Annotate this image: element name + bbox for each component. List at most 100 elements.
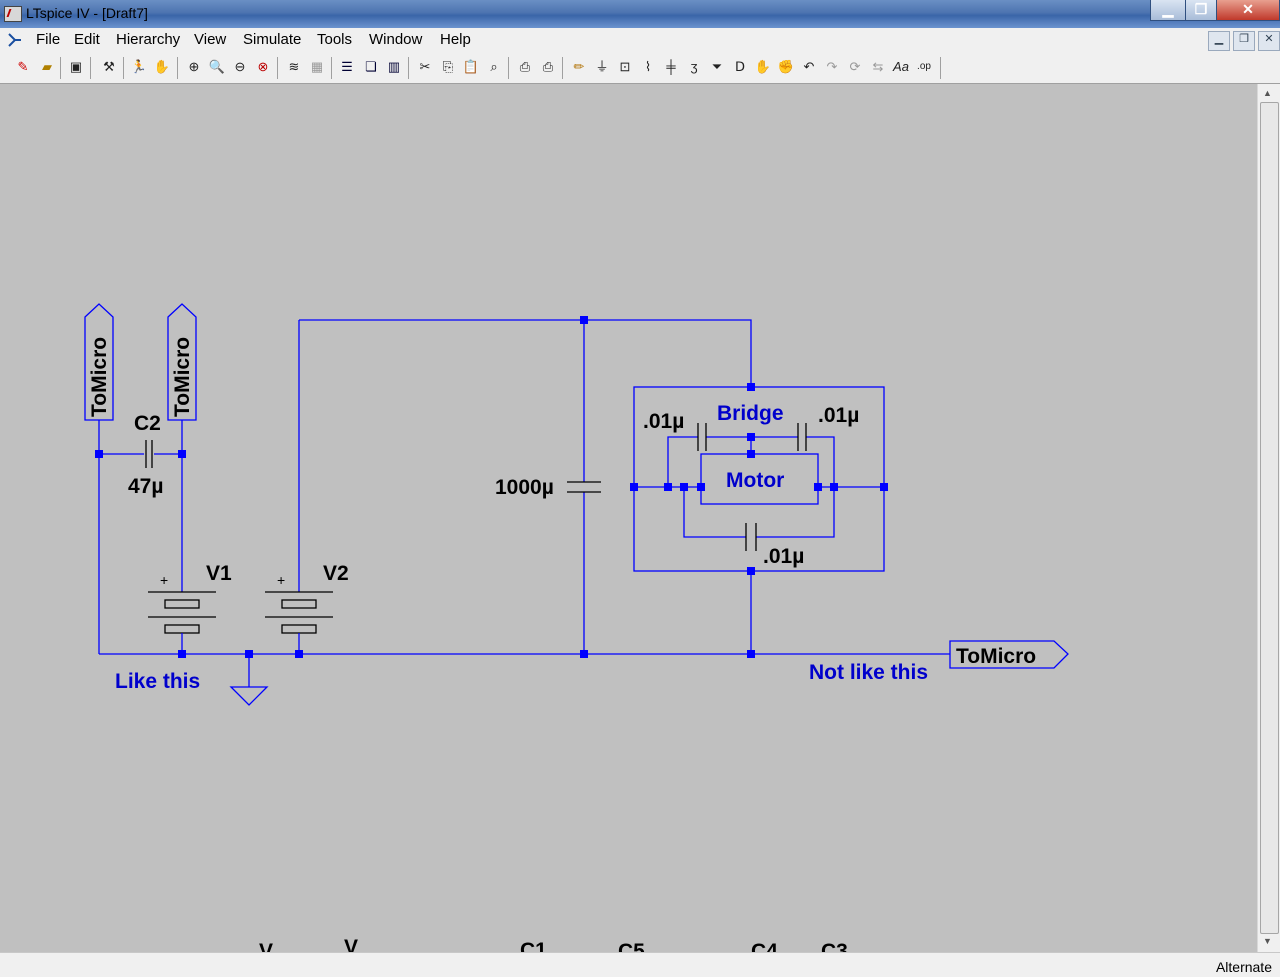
print-preview-icon[interactable]: ⎙ — [519, 59, 531, 74]
ground-symbol[interactable] — [229, 686, 269, 706]
zoom-pan-icon[interactable]: 🔍 — [208, 59, 226, 74]
battery-v2-cell[interactable] — [281, 599, 317, 609]
capacitor-c2[interactable] — [145, 440, 153, 468]
mdi-restore-button[interactable]: ❐ — [1233, 31, 1255, 51]
print-icon[interactable]: ⎙ — [542, 59, 554, 74]
menu-tools[interactable]: Tools — [317, 31, 353, 48]
battery-v2-plates[interactable] — [265, 591, 333, 618]
grid-icon[interactable]: ▦ — [310, 59, 324, 74]
mdi-close-button[interactable]: ✕ — [1258, 31, 1280, 51]
cut-label[interactable]: C3 — [821, 940, 848, 963]
save-icon[interactable]: ▣ — [69, 59, 83, 74]
open-icon[interactable]: ▰ — [42, 59, 52, 74]
cut-label[interactable]: C5 — [618, 940, 645, 963]
menu-view[interactable]: View — [194, 31, 227, 48]
mirror-icon[interactable]: ⇆ — [872, 59, 884, 74]
text-icon[interactable]: Aa — [893, 59, 909, 74]
bridge-cap-right-value[interactable]: .01µ — [818, 404, 859, 427]
copy-icon[interactable]: ⎘ — [442, 59, 454, 74]
mdi-minimize-button[interactable]: ▁ — [1208, 31, 1230, 51]
menu-simulate[interactable]: Simulate — [243, 31, 302, 48]
not-like-this-comment[interactable]: Not like this — [809, 661, 928, 684]
menu-help[interactable]: Help — [440, 31, 471, 48]
motor-box[interactable] — [700, 453, 819, 505]
cut-icon[interactable]: ✂ — [419, 59, 431, 74]
v1-name[interactable]: V1 — [206, 562, 232, 585]
cut-label[interactable]: V — [344, 936, 358, 959]
net-label-shape[interactable] — [949, 640, 1069, 669]
cut-label[interactable]: V — [259, 940, 273, 963]
find-icon[interactable]: ⌕ — [490, 59, 498, 74]
spice-directive-icon[interactable]: .op — [917, 61, 931, 72]
cut-label[interactable]: C4 — [751, 940, 778, 963]
bridge-cap-left-value[interactable]: .01µ — [643, 410, 684, 433]
control-panel-icon[interactable]: ⚒ — [103, 59, 115, 74]
battery-v1-cell[interactable] — [164, 624, 200, 634]
diode-icon[interactable]: ⏷ — [711, 59, 723, 74]
wire-icon[interactable]: ✏ — [573, 59, 585, 74]
menu-edit[interactable]: Edit — [74, 31, 100, 48]
drag-icon[interactable]: ✊ — [777, 59, 795, 74]
schematic-doc-icon[interactable] — [6, 31, 24, 49]
label-net-icon[interactable]: ⊡ — [619, 59, 631, 74]
tile-vertical-icon[interactable]: ▥ — [387, 59, 401, 74]
redo-icon[interactable]: ↷ — [826, 59, 838, 74]
menu-file[interactable]: File — [36, 31, 61, 48]
cascade-icon[interactable]: ❏ — [365, 59, 377, 74]
wire[interactable] — [299, 319, 752, 387]
ground-icon[interactable]: ⏚ — [595, 59, 609, 74]
rotate-icon[interactable]: ⟳ — [849, 59, 861, 74]
cut-label[interactable]: C1 — [520, 939, 547, 962]
menu-window[interactable]: Window — [369, 31, 423, 48]
battery-v2-cell[interactable] — [281, 624, 317, 634]
bridge-comment[interactable]: Bridge — [717, 402, 784, 425]
like-this-comment[interactable]: Like this — [115, 670, 200, 693]
restore-button[interactable]: ❐ — [1185, 0, 1217, 21]
capacitor-bridge-right[interactable] — [797, 423, 807, 451]
capacitor-icon[interactable]: ╪ — [666, 59, 676, 74]
paste-icon[interactable]: 📋 — [462, 59, 480, 74]
minimize-button[interactable]: ▁ — [1150, 0, 1186, 21]
motor-comment[interactable]: Motor — [726, 469, 784, 492]
net-label-shape[interactable] — [84, 303, 114, 421]
resistor-icon[interactable]: ⌇ — [644, 59, 652, 74]
vertical-scrollbar[interactable]: ▲ ▼ — [1257, 84, 1280, 952]
capacitor-bridge-bottom[interactable] — [745, 523, 757, 551]
menu-hierarchy[interactable]: Hierarchy — [116, 31, 181, 48]
schematic-canvas[interactable]: ToMicro ToMicro ToMicro C2 47µ V1 V2 + +… — [0, 84, 1257, 963]
battery-v1-cell[interactable] — [164, 599, 200, 609]
autorange-icon[interactable]: ≋ — [288, 59, 300, 74]
net-label-shape[interactable] — [167, 303, 197, 421]
wire[interactable] — [683, 487, 835, 538]
net-label-tomicro-3[interactable]: ToMicro — [956, 645, 1036, 668]
move-icon[interactable]: ✋ — [754, 59, 772, 74]
separator — [508, 57, 509, 79]
separator — [123, 57, 124, 79]
bridge-box[interactable] — [633, 386, 885, 572]
scroll-down-icon[interactable]: ▼ — [1263, 936, 1272, 946]
tile-horizontal-icon[interactable]: ☰ — [341, 59, 353, 74]
scrollbar-thumb[interactable] — [1260, 102, 1279, 934]
battery-v1-plates[interactable] — [148, 591, 216, 618]
capacitor-bridge-left[interactable] — [697, 423, 707, 451]
close-button[interactable]: ✕ — [1216, 0, 1280, 21]
run-icon[interactable]: 🏃 — [130, 59, 148, 74]
inductor-icon[interactable]: ʒ — [690, 59, 698, 74]
capacitor-1000u[interactable] — [567, 481, 601, 493]
scroll-up-icon[interactable]: ▲ — [1263, 88, 1272, 98]
new-schematic-icon[interactable]: ✎ — [17, 59, 29, 74]
schematic-drawing[interactable]: ToMicro ToMicro ToMicro C2 47µ V1 V2 + +… — [0, 84, 1257, 963]
zoom-in-icon[interactable]: ⊕ — [188, 59, 200, 74]
component-icon[interactable]: ᗞ — [734, 59, 745, 74]
net-label-tomicro-1[interactable]: ToMicro — [88, 337, 111, 417]
v2-name[interactable]: V2 — [323, 562, 349, 585]
bridge-cap-bottom-value[interactable]: .01µ — [763, 545, 804, 568]
c2-name[interactable]: C2 — [134, 412, 161, 435]
net-label-tomicro-2[interactable]: ToMicro — [171, 337, 194, 417]
zoom-fit-icon[interactable]: ⊗ — [257, 59, 269, 74]
zoom-out-icon[interactable]: ⊖ — [234, 59, 246, 74]
undo-icon[interactable]: ↶ — [803, 59, 815, 74]
halt-icon[interactable]: ✋ — [153, 59, 171, 74]
c2-value[interactable]: 47µ — [128, 475, 163, 498]
big-cap-value[interactable]: 1000µ — [495, 476, 554, 499]
